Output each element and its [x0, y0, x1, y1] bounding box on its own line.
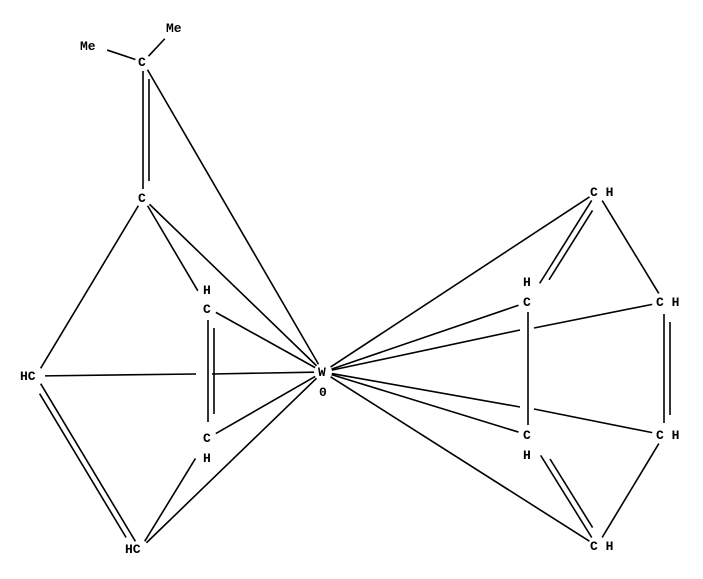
bond-line — [39, 383, 137, 542]
bond-line — [330, 196, 590, 368]
bond-line — [146, 205, 199, 292]
bond-line — [44, 373, 197, 377]
hydrogen-label: H — [203, 283, 211, 298]
ch-label: C H — [590, 185, 613, 200]
bond-line — [331, 373, 519, 433]
methyl-label: Me — [166, 21, 182, 36]
hydrogen-label: H — [523, 275, 531, 290]
bond-line — [39, 205, 140, 369]
bonds — [38, 38, 671, 544]
bond-line — [330, 376, 590, 542]
bond-line — [539, 200, 593, 284]
methyl-label: Me — [80, 39, 96, 54]
ch-label: C H — [590, 539, 613, 554]
bond-line — [331, 372, 521, 408]
hydrogen-label: H — [203, 451, 211, 466]
bond-line — [215, 311, 316, 369]
bond-line — [548, 210, 594, 281]
charge-label: 0 — [319, 385, 327, 400]
ch-label: HC — [20, 369, 36, 384]
ch-label: C H — [656, 428, 679, 443]
bond-line — [215, 375, 316, 435]
bond-line — [331, 329, 521, 371]
bond-line — [148, 203, 318, 367]
bond-line — [539, 454, 593, 538]
bond-line — [549, 458, 594, 528]
carbon-label: C — [523, 295, 531, 310]
bond-line — [38, 393, 127, 538]
bond-line — [106, 49, 136, 61]
carbon-label: C — [203, 431, 211, 446]
ch-label: HC — [125, 542, 141, 557]
bond-line — [144, 458, 197, 542]
carbon-label: C — [523, 428, 531, 443]
bond-line — [146, 69, 320, 365]
carbon-label: C — [138, 191, 146, 206]
carbon-label: C — [138, 55, 146, 70]
bond-line — [601, 200, 660, 294]
bond-line — [147, 38, 166, 57]
hydrogen-label: H — [523, 448, 531, 463]
bond-line — [533, 408, 653, 434]
carbon-label: C — [203, 302, 211, 317]
bond-line — [211, 371, 315, 375]
atom-labels: Me Me C C H C HC C H HC W 0 C H H C C H … — [20, 21, 679, 557]
bond-line — [145, 377, 318, 544]
bond-line — [533, 303, 653, 329]
bond-line — [601, 443, 660, 538]
bond-line — [331, 304, 519, 370]
ch-label: C H — [656, 295, 679, 310]
tungsten-label: W — [318, 365, 326, 380]
